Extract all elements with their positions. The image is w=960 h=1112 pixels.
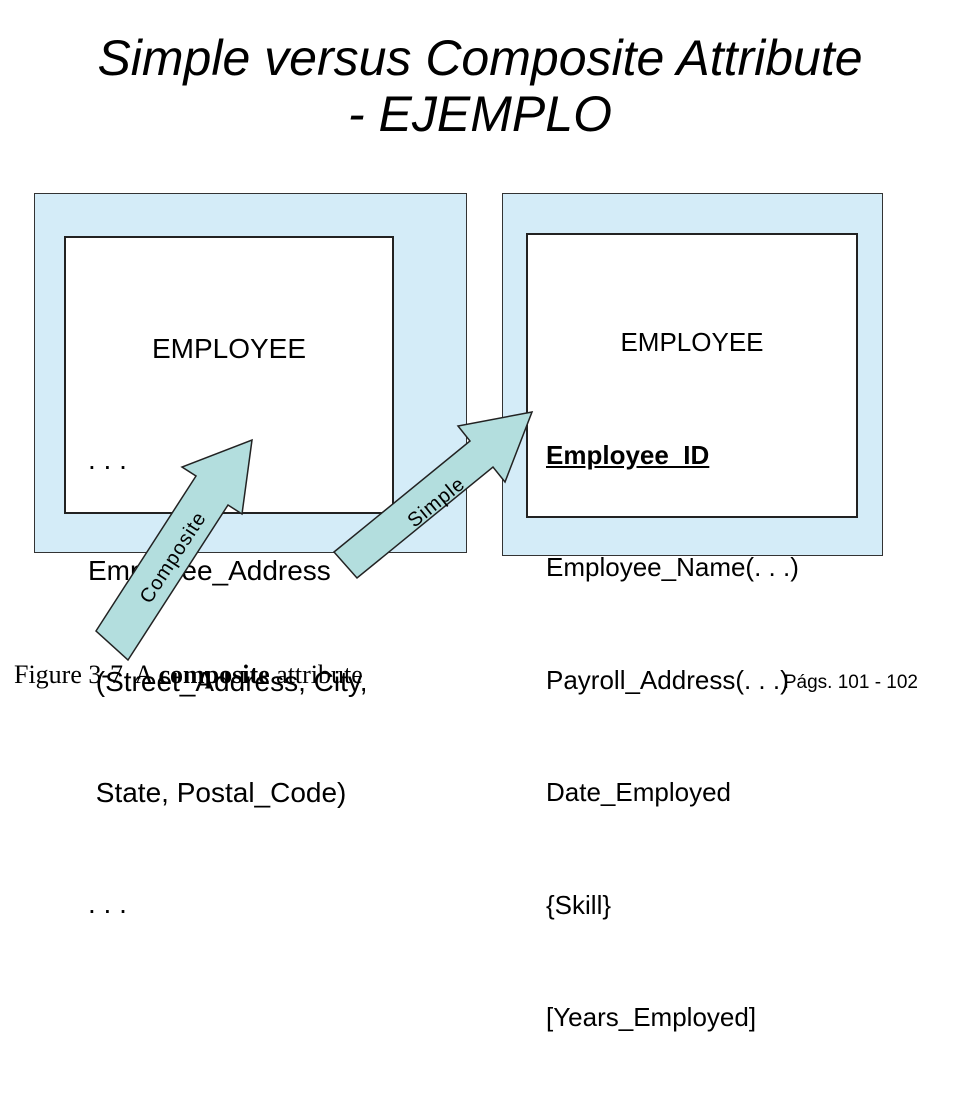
caption-bold: composite	[158, 660, 270, 689]
page-reference: Págs. 101 - 102	[783, 672, 918, 693]
right-attr-line: [Years_Employed]	[546, 1002, 757, 1032]
caption-suffix: attribute	[269, 660, 363, 689]
right-attr-line: Date_Employed	[546, 777, 731, 807]
simple-arrow: Simple	[332, 411, 534, 580]
left-attr-line: . . .	[88, 444, 127, 475]
right-attr-line: {Skill}	[546, 889, 612, 920]
right-attr-line: Employee_Name(. . .)	[546, 552, 799, 582]
caption-prefix: Figure 3-7 A	[14, 660, 159, 689]
composite-arrow: Composite	[95, 438, 253, 662]
left-entity-box: EMPLOYEE . . . Employee_Address (Street_…	[64, 236, 394, 919]
simple-arrow-shape	[332, 411, 534, 580]
figure-caption: Figure 3-7 A composite attribute	[14, 660, 363, 690]
primary-key-attr: Employee_ID	[546, 439, 710, 470]
left-attr-line: State, Postal_Code)	[88, 777, 347, 808]
left-panel: EMPLOYEE . . . Employee_Address (Street_…	[34, 193, 467, 919]
left-entity-name: EMPLOYEE	[151, 333, 307, 364]
left-attr-line: . . .	[88, 888, 127, 919]
right-entity-name: EMPLOYEE	[620, 327, 764, 357]
right-attr-line: Payroll_Address(. . .)	[546, 664, 789, 695]
title-line-2: - EJEMPLO	[348, 86, 612, 142]
composite-arrow-shape	[95, 438, 253, 662]
page-title: Simple versus Composite Attribute - EJEM…	[0, 30, 960, 142]
left-attr-line: (Street_Address, City,	[88, 666, 368, 697]
title-line-1: Simple versus Composite Attribute	[97, 30, 863, 86]
arrows-layer: Composite Simple	[95, 411, 534, 662]
